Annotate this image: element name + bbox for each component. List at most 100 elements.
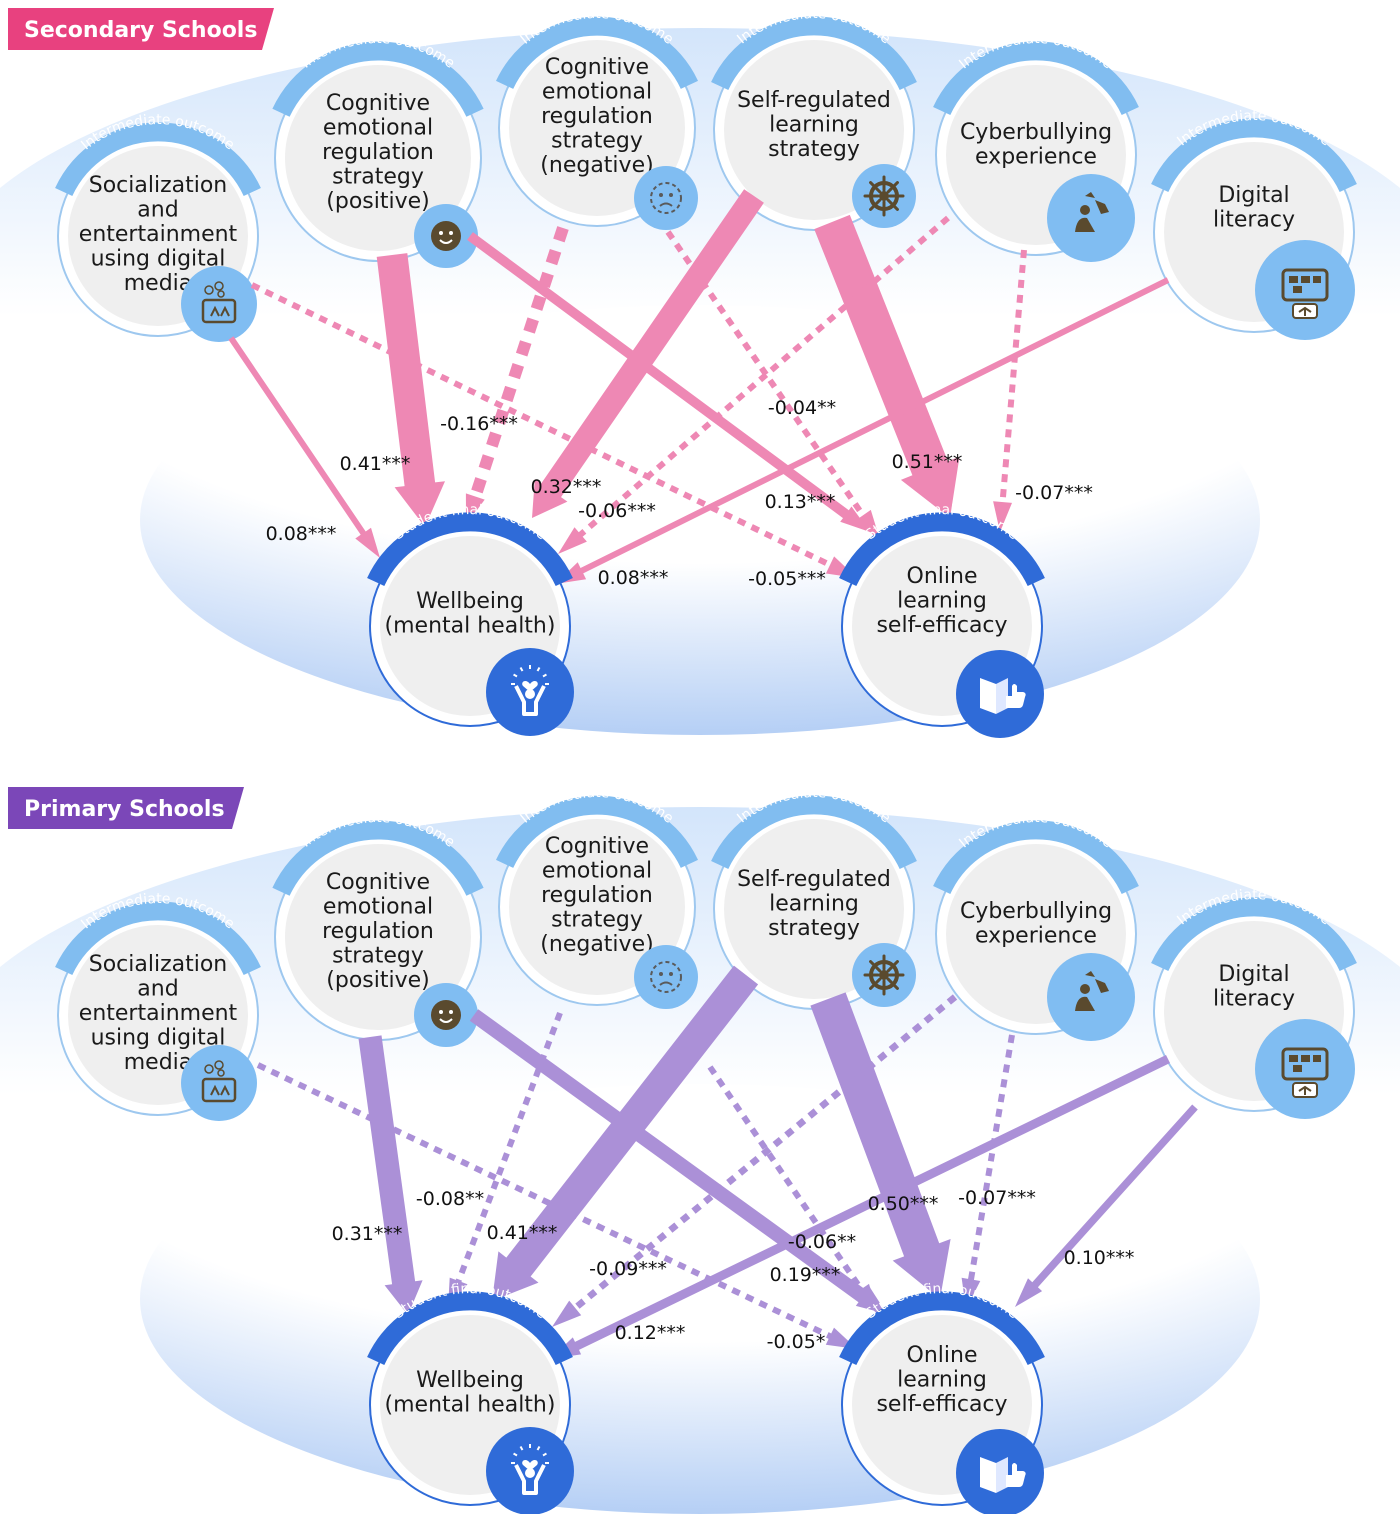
path-coefficient: -0.05*** xyxy=(748,568,826,590)
node-label-line: entertainment xyxy=(79,1001,238,1026)
node-label-line: learning xyxy=(769,892,859,917)
node-label-line: Wellbeing xyxy=(416,1368,524,1393)
node-label-line: Digital xyxy=(1218,962,1289,987)
path-cog-pos-wellbeing xyxy=(376,253,445,527)
outcome-band xyxy=(367,512,573,587)
node-label-line: learning xyxy=(897,589,987,614)
node-srl: Intermediate outcomeSelf-regulatedlearni… xyxy=(711,6,917,231)
path-coefficient: -0.05* xyxy=(767,1331,826,1353)
path-arrow-head xyxy=(855,509,880,540)
node-label-line: using digital xyxy=(91,1026,226,1051)
node-label-line: self-efficacy xyxy=(876,1392,1007,1417)
path-arrow-head xyxy=(552,1300,582,1327)
node-label-line: Wellbeing xyxy=(416,589,524,614)
path-coefficient: -0.16*** xyxy=(440,413,518,435)
node-label-line: Online xyxy=(907,564,978,589)
paths xyxy=(228,189,1170,584)
node-label-line: learning xyxy=(897,1368,987,1393)
path-coefficient: -0.04** xyxy=(768,397,836,419)
panel-secondary: Intermediate outcomeSocializationandente… xyxy=(0,6,1400,738)
node-label-line: regulation xyxy=(322,919,434,944)
node-srl: Intermediate outcomeSelf-regulatedlearni… xyxy=(711,785,917,1010)
node-label-line: strategy xyxy=(551,908,643,933)
outcome-band xyxy=(933,820,1139,895)
path-digital-wellbeing xyxy=(555,277,1170,584)
path-coefficients: 0.08***-0.05***0.41***0.13***-0.16***-0.… xyxy=(266,397,1093,590)
node-label-line: emotional xyxy=(542,859,652,884)
outcome-band xyxy=(55,122,261,197)
path-coefficient: 0.08*** xyxy=(598,567,669,589)
node-label-line: Self-regulated xyxy=(737,867,891,892)
node-label-line: Cognitive xyxy=(545,834,649,859)
node-label-line: strategy xyxy=(332,944,424,969)
outcome-band xyxy=(1151,897,1357,972)
node-cog-pos: Intermediate outcomeCognitiveemotionalre… xyxy=(272,31,484,268)
path-arrow-shaft xyxy=(256,1062,834,1341)
outcome-band xyxy=(272,820,484,896)
digital-literacy-screen-icon xyxy=(1255,240,1355,340)
panel-primary: Intermediate outcomeSocializationandente… xyxy=(0,785,1400,1514)
panel-title: Primary Schools xyxy=(24,797,225,822)
angry-face-icon xyxy=(634,166,698,230)
path-arrow xyxy=(467,232,870,532)
path-arrow xyxy=(555,277,1170,584)
outcome-band xyxy=(367,1291,573,1366)
path-srl-online xyxy=(814,214,960,518)
path-arrow-shaft xyxy=(999,249,1027,506)
outcome-band xyxy=(1151,118,1357,193)
path-arrow xyxy=(228,336,380,558)
node-social: Intermediate outcomeSocializationandente… xyxy=(55,891,261,1121)
path-srl-online xyxy=(810,992,951,1299)
node-label-line: strategy xyxy=(768,137,860,162)
node-social: Intermediate outcomeSocializationandente… xyxy=(55,112,261,342)
node-label-line: Cyberbullying xyxy=(960,120,1112,145)
cyberbullying-icon xyxy=(1047,953,1135,1041)
path-arrow-shaft xyxy=(570,994,958,1313)
node-label-line: strategy xyxy=(768,916,860,941)
smiling-face-icon xyxy=(414,983,478,1047)
node-cog-neg: Intermediate outcomeCognitiveemotionalre… xyxy=(495,6,699,230)
paths xyxy=(256,965,1198,1359)
node-cog-pos: Intermediate outcomeCognitiveemotionalre… xyxy=(272,810,484,1047)
path-coefficient: -0.06*** xyxy=(578,500,656,522)
node-cog-neg: Intermediate outcomeCognitiveemotionalre… xyxy=(495,785,699,1009)
node-label-line: Digital xyxy=(1218,183,1289,208)
path-arrow-shaft xyxy=(454,1011,563,1285)
path-coefficient: 0.12*** xyxy=(615,1322,686,1344)
path-coefficient: 0.50*** xyxy=(868,1193,939,1215)
node-label-line: regulation xyxy=(322,140,434,165)
node-label-line: (negative) xyxy=(540,932,653,957)
node-label-line: strategy xyxy=(332,165,424,190)
node-label-line: Cognitive xyxy=(326,91,430,116)
node-label-line: (mental health) xyxy=(385,1393,556,1418)
node-label-line: (mental health) xyxy=(385,614,556,639)
node-label-line: (negative) xyxy=(540,153,653,178)
path-social-wellbeing xyxy=(228,336,380,558)
cyberbullying-icon xyxy=(1047,174,1135,262)
node-label-line: self-efficacy xyxy=(876,613,1007,638)
outcome-band xyxy=(839,1291,1045,1366)
path-arrow xyxy=(1015,1104,1198,1307)
path-cyber-wellbeing xyxy=(558,215,950,554)
ship-wheel-icon xyxy=(852,943,916,1007)
node-label-line: emotional xyxy=(323,116,433,141)
path-cog-pos-wellbeing xyxy=(358,1035,423,1315)
node-label-line: Self-regulated xyxy=(737,88,891,113)
node-label-line: regulation xyxy=(541,104,653,129)
path-coefficient: 0.08*** xyxy=(266,523,337,545)
node-label-line: Socialization xyxy=(89,952,228,977)
node-label-line: Online xyxy=(907,1343,978,1368)
path-digital-wellbeing xyxy=(550,1055,1170,1359)
digital-literacy-screen-icon xyxy=(1255,1019,1355,1119)
node-label-line: and xyxy=(137,977,178,1002)
node-label-line: experience xyxy=(975,924,1097,949)
node-label-line: media xyxy=(124,1050,193,1075)
path-arrow-shaft xyxy=(967,1034,1015,1283)
path-cog-pos-online xyxy=(467,232,870,532)
book-thumbs-up-icon xyxy=(956,650,1044,738)
node-label-line: media xyxy=(124,271,193,296)
